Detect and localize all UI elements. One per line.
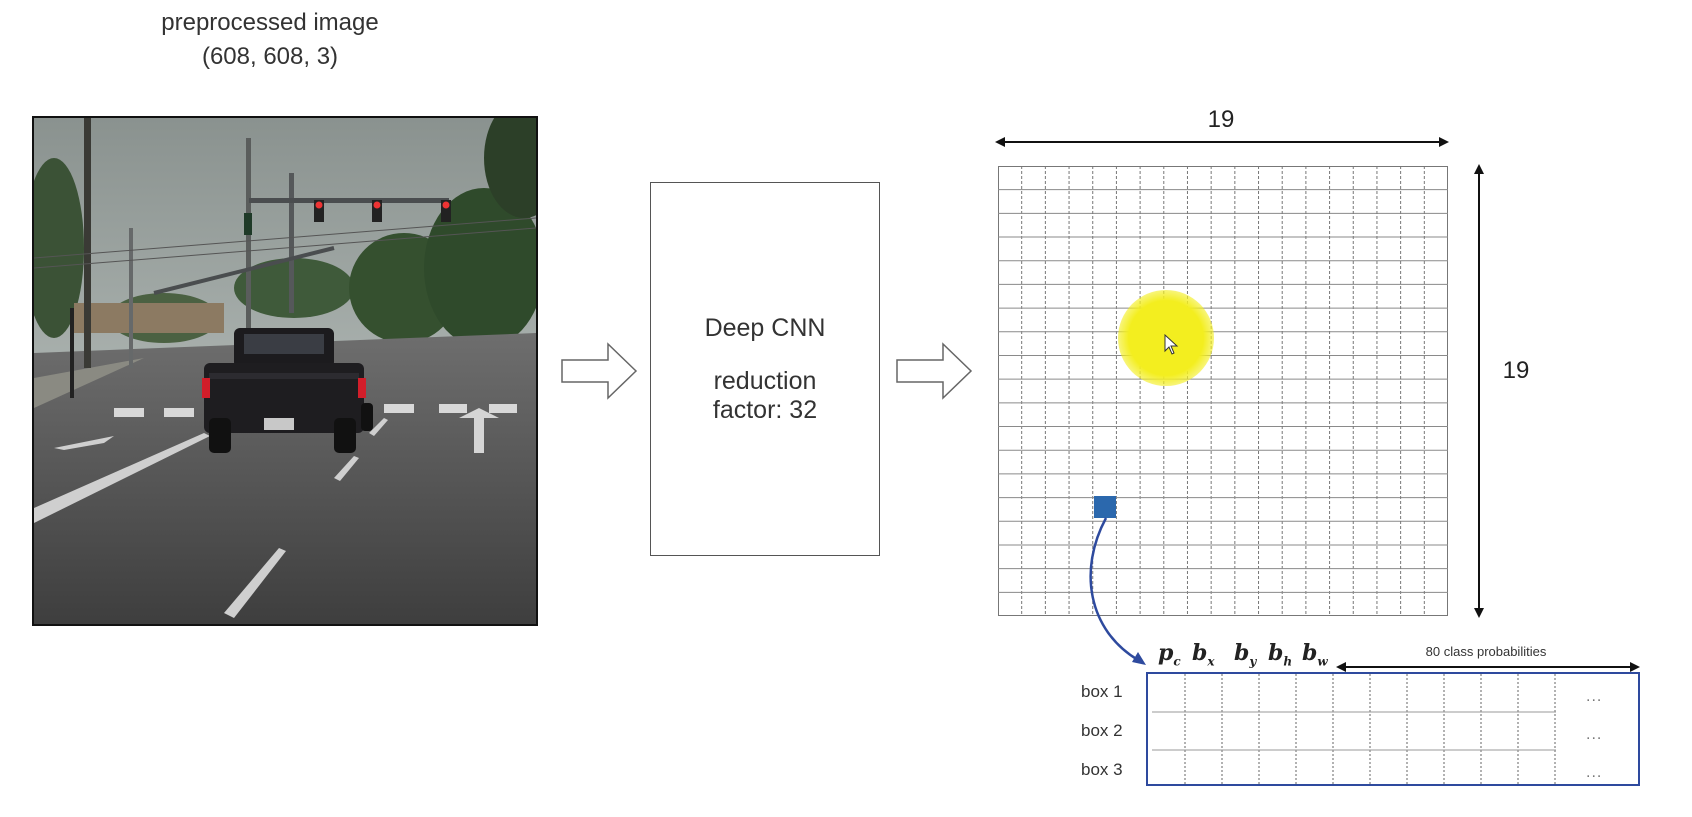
- row-label-box-1: box 1: [1081, 682, 1123, 701]
- output-grid: [998, 166, 1448, 616]
- street-photo: [32, 116, 538, 626]
- grid-width-arrow: [995, 137, 1449, 147]
- class-probabilities-arrow: [1336, 662, 1640, 672]
- reduction-factor: factor: 32: [712, 395, 818, 424]
- cnn-name: Deep CNN: [704, 313, 826, 342]
- row-label-box-3: box 3: [1081, 760, 1123, 779]
- row-label-box-2: box 2: [1081, 721, 1123, 740]
- grid-height-label: 19: [1502, 357, 1530, 384]
- reduction-label: reduction: [713, 366, 817, 395]
- anchor-symbols: pc bx by bh bw: [1158, 640, 1338, 670]
- image-shape-label: (608, 608, 3): [201, 43, 339, 70]
- row-3-ellipsis: ...: [1586, 764, 1603, 781]
- symbol-bw: bw: [1302, 640, 1328, 669]
- grid-lines: [998, 166, 1448, 616]
- symbol-pc: pc: [1158, 640, 1181, 669]
- mouse-pointer-icon: [1164, 334, 1179, 355]
- anchor-box-table: ... ... ...: [1146, 672, 1640, 786]
- right-arrow-icon: [896, 342, 973, 400]
- highlighted-grid-cell: [1094, 496, 1116, 518]
- grid-width-label: 19: [1207, 106, 1235, 133]
- street-scene-illustration: [34, 118, 536, 624]
- image-title: preprocessed image (608, 608, 3): [100, 6, 440, 74]
- grid-frame: [998, 166, 1448, 616]
- row-2-ellipsis: ...: [1586, 726, 1603, 743]
- deep-cnn-box: Deep CNN reduction factor: 32: [650, 182, 880, 556]
- symbol-bx: bx: [1192, 640, 1215, 669]
- row-1-ellipsis: ...: [1586, 688, 1603, 705]
- cell-to-table-arrow: [1089, 517, 1146, 665]
- symbol-bh: bh: [1268, 640, 1293, 669]
- grid-height-arrow: [1474, 164, 1484, 618]
- class-probabilities-label: 80 class probabilities: [1425, 644, 1547, 659]
- right-arrow-icon: [561, 342, 638, 400]
- image-title-line1: preprocessed image: [161, 9, 379, 36]
- table-lines: [1152, 674, 1556, 784]
- symbol-by: by: [1234, 640, 1257, 669]
